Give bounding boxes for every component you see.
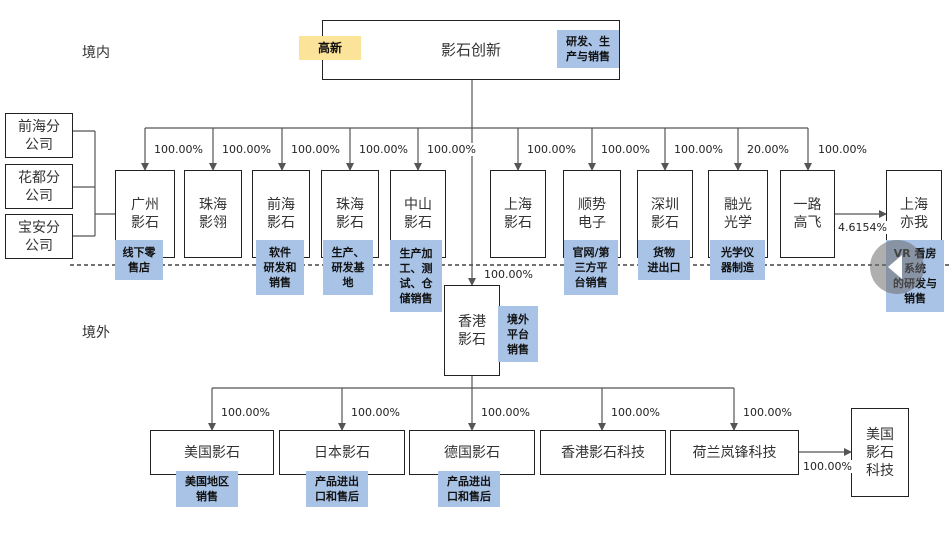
pct-netherlands: 100.00%: [743, 406, 792, 419]
pct-us: 100.00%: [221, 406, 270, 419]
pct-guangzhou: 100.00%: [154, 143, 203, 156]
pct-hk: 100.00%: [484, 268, 533, 281]
pct-germany: 100.00%: [481, 406, 530, 419]
pct-zhongshan: 100.00%: [427, 143, 476, 156]
pct-shunshi: 100.00%: [601, 143, 650, 156]
pct-zhuhai-yingling: 100.00%: [222, 143, 271, 156]
tag-germany: 产品进出 口和售后: [438, 471, 500, 507]
sub-us: 美国影石: [150, 430, 274, 475]
sub-germany: 德国影石: [409, 430, 535, 475]
parent-business-tag: 研发、生 产与销售: [557, 30, 619, 68]
tag-guangzhou: 线下零 售店: [115, 240, 163, 280]
tag-shunshi: 官网/第 三方平 台销售: [564, 240, 618, 295]
sub-us-tech: 美国 影石 科技: [851, 408, 909, 497]
overseas-region-label: 境外: [82, 325, 110, 341]
branch-huadu: 花都分 公司: [5, 164, 73, 209]
pct-zhuhai-yingshi: 100.00%: [359, 143, 408, 156]
pct-hk-tech: 100.00%: [611, 406, 660, 419]
tag-zhongshan: 生产加 工、测 试、仓 储销售: [390, 240, 442, 312]
sub-japan: 日本影石: [279, 430, 405, 475]
tag-zhuhai-yingshi: 生产、 研发基 地: [323, 240, 373, 295]
pct-yilugaofei: 100.00%: [818, 143, 867, 156]
pct-shenzhen: 100.00%: [674, 143, 723, 156]
tag-shenzhen: 货物 进出口: [638, 240, 690, 280]
high-tech-tag: 高新: [299, 36, 361, 60]
tag-hk: 境外 平台 销售: [498, 306, 538, 362]
sub-shanghai-yingshi: 上海 影石: [490, 170, 546, 258]
sub-yilugaofei: 一路 高飞: [780, 170, 835, 258]
branch-baoan: 宝安分 公司: [5, 214, 73, 259]
pct-shanghai-yiwo: 4.6154%: [838, 221, 887, 234]
branch-qianhai: 前海分 公司: [5, 113, 73, 158]
prev-arrow-button[interactable]: [870, 240, 924, 294]
tag-us: 美国地区 销售: [176, 471, 238, 507]
pct-shanghai-yingshi: 100.00%: [527, 143, 576, 156]
tag-qianhai: 软件 研发和 销售: [256, 240, 304, 295]
pct-rongguang: 20.00%: [747, 143, 789, 156]
sub-netherlands: 荷兰岚锋科技: [670, 430, 799, 475]
parent-company-name: 影石创新: [440, 41, 501, 59]
sub-zhuhai-yingling: 珠海 影翎: [184, 170, 242, 258]
sub-hk-tech: 香港影石科技: [540, 430, 666, 475]
domestic-region-label: 境内: [82, 45, 110, 61]
hk-yingshi-box: 香港 影石: [444, 285, 500, 376]
chevron-left-icon: [888, 255, 902, 279]
tag-rongguang: 光学仪 器制造: [710, 240, 765, 280]
tag-japan: 产品进出 口和售后: [306, 471, 368, 507]
pct-us-tech: 100.00%: [803, 460, 852, 473]
pct-qianhai: 100.00%: [291, 143, 340, 156]
pct-japan: 100.00%: [351, 406, 400, 419]
